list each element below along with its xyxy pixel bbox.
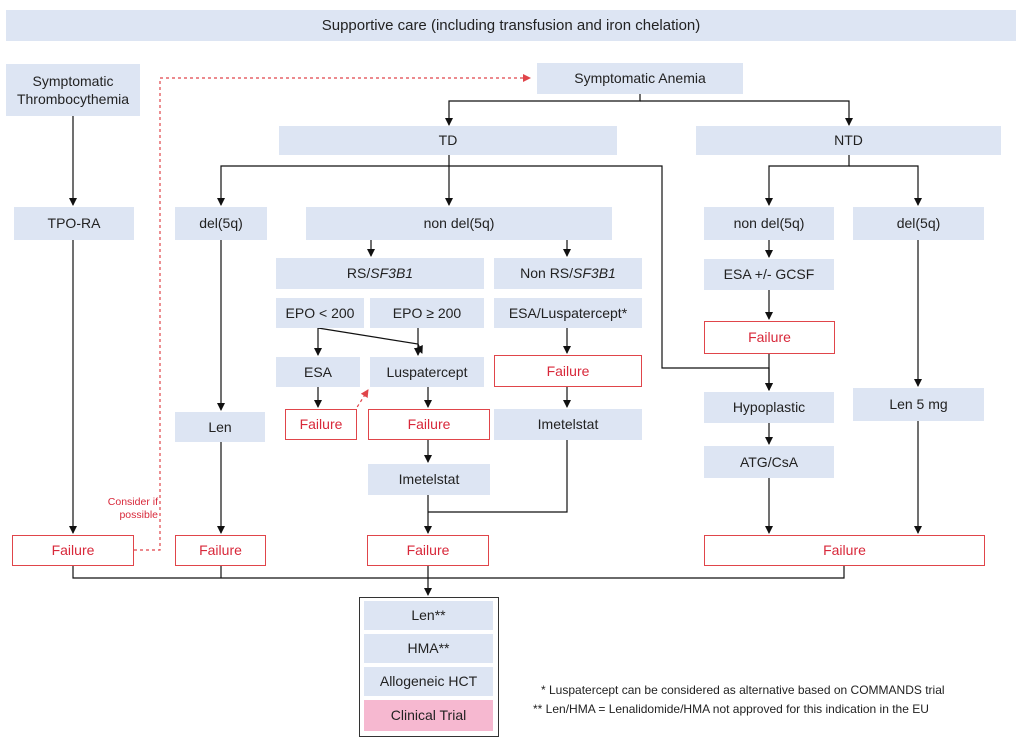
option-hma: HMA** [364,634,493,663]
symptomatic-thrombocythemia-box: Symptomatic Thrombocythemia [6,64,140,116]
epo-below-200-box: EPO < 200 [276,298,364,328]
len-5mg-box: Len 5 mg [853,388,984,421]
non-rs-sf3b1-box: Non RS/SF3B1 [494,258,642,289]
ntd-failure-box: Failure [704,535,985,566]
footnote-len-hma: ** Len/HMA = Lenalidomide/HMA not approv… [533,702,929,716]
td-box: TD [279,126,617,155]
option-clinical-trial: Clinical Trial [364,700,493,731]
ntd-non-del5q-box: non del(5q) [704,207,834,240]
imetelstat-rs-box: Imetelstat [368,464,490,495]
esa-box: ESA [276,357,360,387]
hypoplastic-box: Hypoplastic [704,392,834,423]
footnote-luspatercept: * Luspatercept can be considered as alte… [541,683,945,697]
consider-if-possible-note: Consider if possible [107,496,158,521]
epo-above-200-box: EPO ≥ 200 [370,298,484,328]
rs-sf3b1-box: RS/SF3B1 [276,258,484,289]
imetelstat-non-rs-box: Imetelstat [494,409,642,440]
option-len: Len** [364,601,493,630]
ntd-del5q-box: del(5q) [853,207,984,240]
atg-csa-box: ATG/CsA [704,446,834,478]
rs-gene: SF3B1 [370,265,414,281]
td-non-del5q-box: non del(5q) [306,207,612,240]
td-del5q-box: del(5q) [175,207,267,240]
nonrs-gene: SF3B1 [573,265,616,281]
esa-gcsf-failure-box: Failure [704,321,835,354]
tpo-ra-box: TPO-RA [14,207,134,240]
rs-failure-box: Failure [367,535,489,566]
esa-failure-box: Failure [285,409,357,440]
esa-luspatercept-box: ESA/Luspatercept* [494,298,642,328]
tpo-ra-failure-box: Failure [12,535,134,566]
option-allogeneic-hct: Allogeneic HCT [364,667,493,696]
luspatercept-box: Luspatercept [370,357,484,387]
supportive-care-banner: Supportive care (including transfusion a… [6,10,1016,41]
non-rs-failure-box: Failure [494,355,642,387]
len-box: Len [175,412,265,442]
esa-gcsf-box: ESA +/- GCSF [704,259,834,290]
len-failure-box: Failure [175,535,266,566]
symptomatic-anemia-box: Symptomatic Anemia [537,63,743,94]
ntd-box: NTD [696,126,1001,155]
rs-prefix: RS/ [346,265,371,281]
luspatercept-failure-box: Failure [368,409,490,440]
nonrs-prefix: Non RS/ [520,265,574,281]
